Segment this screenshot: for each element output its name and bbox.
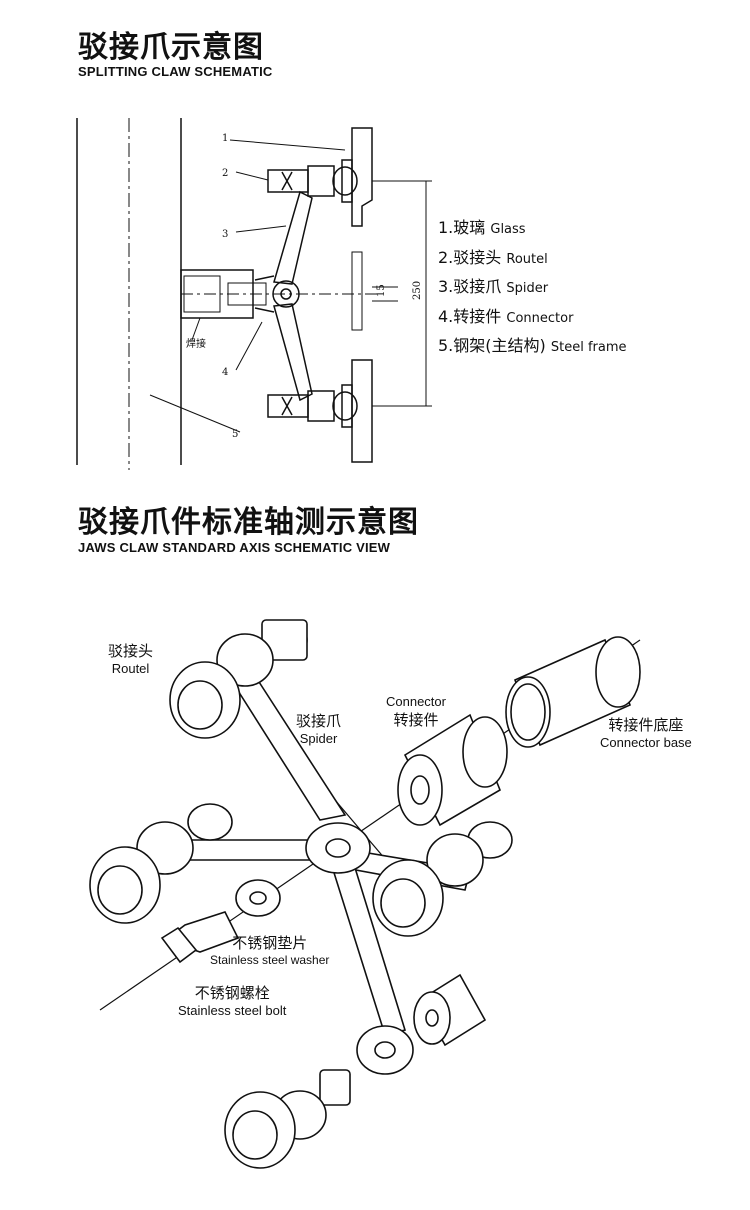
legend-item-spider: 3.驳接爪 Spider (438, 277, 549, 296)
callout-2: 2 (222, 168, 228, 179)
dimension-15: 15 (376, 284, 387, 297)
label-bolt: 不锈钢螺栓 Stainless steel bolt (178, 984, 287, 1018)
glass-upper (351, 127, 373, 227)
label-connector-base: 转接件底座 Connector base (600, 716, 692, 750)
spider-lower-arm (273, 303, 313, 402)
schematic-title-cn: 驳接爪示意图 (78, 30, 264, 65)
legend-item-glass: 1.玻璃 Glass (438, 218, 526, 237)
dimension-250: 250 (412, 281, 423, 300)
legend-list: 1.玻璃 Glass 2.驳接头 Routel 3.驳接爪 Spider 4.转… (438, 214, 627, 362)
axis-view-title-en: JAWS CLAW STANDARD AXIS SCHEMATIC VIEW (78, 540, 391, 555)
schematic-title-en: SPLITTING CLAW SCHEMATIC (78, 64, 273, 79)
label-connector: Connector 转接件 (386, 694, 446, 729)
label-spider: 驳接爪 Spider (296, 712, 342, 746)
bolt-head (160, 926, 198, 964)
callout-1: 1 (222, 133, 228, 144)
legend-item-routel: 2.驳接头 Routel (438, 247, 548, 267)
glass-lower (351, 359, 373, 463)
callout-5: 5 (232, 429, 238, 440)
splitting-claw-drawing: 1 2 3 4 5 焊接 15 250 (76, 118, 432, 470)
spider-upper-arm (273, 190, 313, 285)
axis-view-title-cn: 驳接爪件标准轴测示意图 (78, 505, 419, 540)
legend-item-connector: 4.转接件 Connector (438, 306, 574, 326)
weld-label: 焊接 (186, 337, 206, 350)
label-routel: 驳接头 Routel (108, 642, 154, 676)
label-washer: 不锈钢垫片 Stainless steel washer (210, 934, 330, 967)
callout-4: 4 (222, 367, 228, 378)
callout-3: 3 (222, 229, 228, 240)
legend-item-steel-frame: 5.钢架(主结构) Steel frame (438, 336, 627, 355)
